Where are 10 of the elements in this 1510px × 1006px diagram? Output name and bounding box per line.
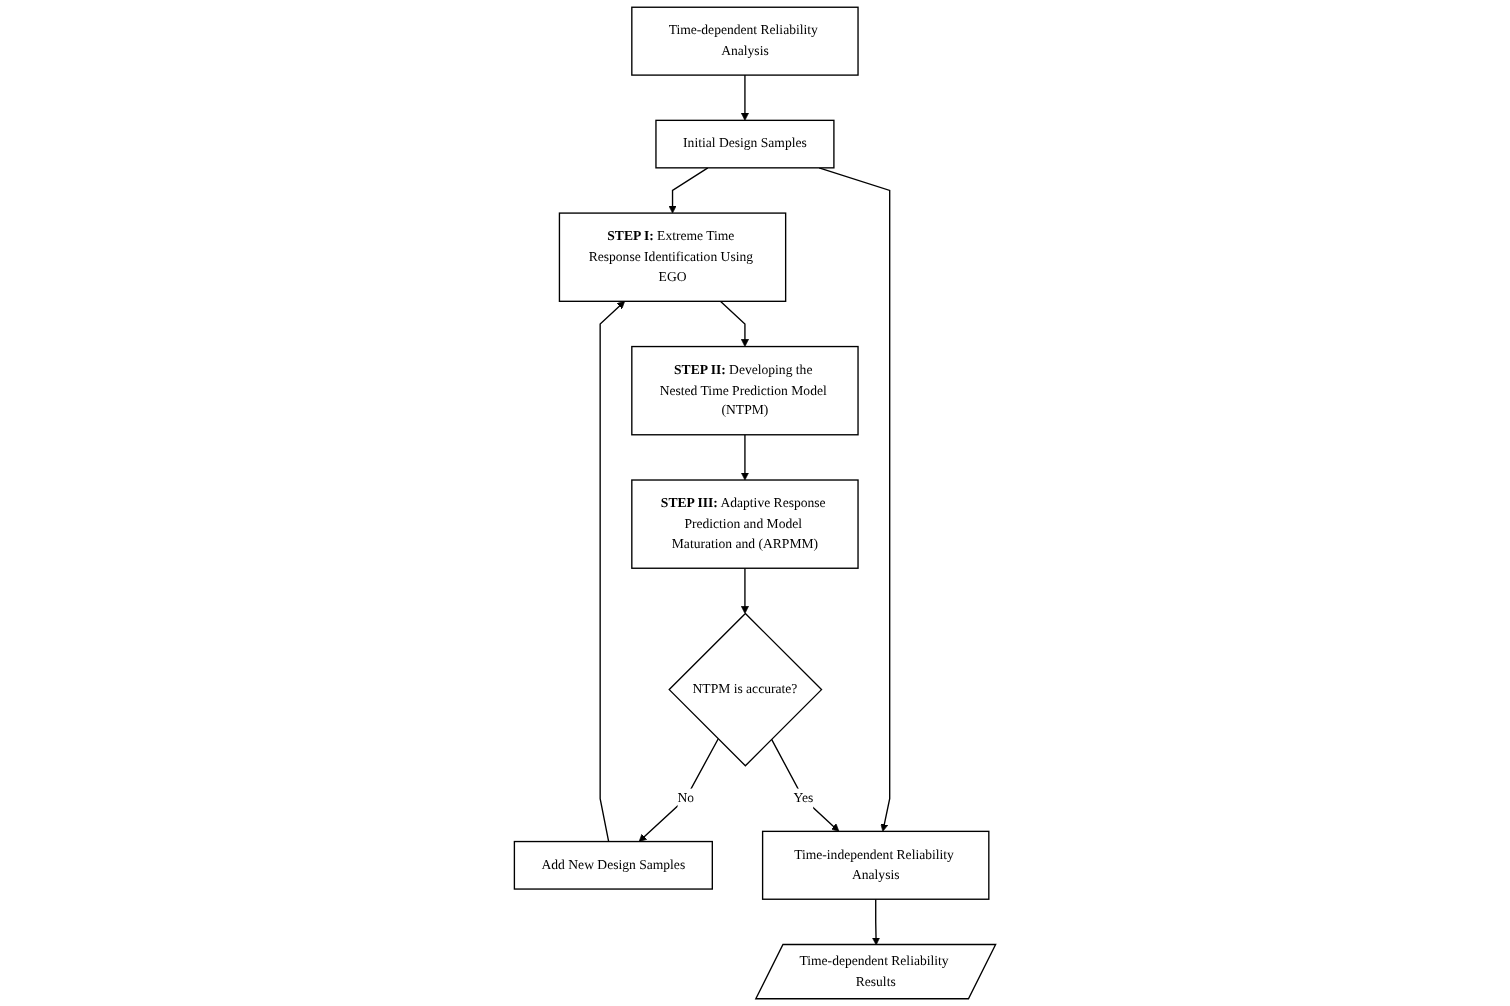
arrow	[770, 738, 840, 832]
arrow	[740, 74, 749, 121]
arrow	[638, 738, 719, 842]
arrow	[740, 567, 749, 614]
arrow	[599, 300, 626, 843]
arrow	[668, 167, 709, 214]
arrow	[818, 167, 891, 832]
arrow	[719, 300, 749, 347]
arrow	[872, 898, 880, 946]
arrow	[740, 434, 749, 481]
